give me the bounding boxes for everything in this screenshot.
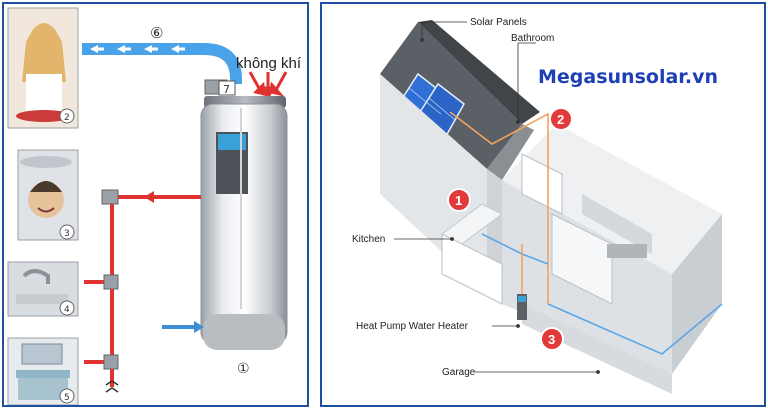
label-garage: Garage — [442, 367, 476, 378]
heat-pump-schematic-panel: ⑥ không khí 7 ① — [2, 2, 309, 407]
usage-image-faucet: 4 — [7, 261, 79, 317]
house-cutaway-panel: 1 2 3 Solar Panels Bathroom Kitchen Heat… — [320, 2, 766, 407]
house-cutaway: 1 2 3 Solar Panels Bathroom Kitchen Heat… — [352, 17, 723, 394]
heat-pump-schematic: ⑥ không khí 7 ① — [7, 7, 302, 405]
marker-3-text: 3 — [548, 332, 555, 347]
house-body — [380, 74, 722, 394]
usage-image-shower: 3 — [17, 149, 79, 241]
label-6: ⑥ — [150, 24, 163, 42]
label-7: 7 — [223, 83, 230, 96]
label-5: 5 — [64, 393, 70, 403]
label-kitchen: Kitchen — [352, 234, 385, 245]
label-4: 4 — [64, 305, 70, 315]
marker-2-text: 2 — [557, 112, 564, 127]
label-3: 3 — [64, 229, 70, 239]
air-label: không khí — [236, 55, 302, 72]
heat-pump-unit — [517, 294, 527, 320]
label-solar-panels: Solar Panels — [470, 17, 527, 28]
label-2: 2 — [64, 113, 70, 123]
hot-water-pipe — [84, 189, 201, 393]
callout-lines — [394, 21, 600, 374]
label-1: ① — [237, 361, 250, 377]
label-heat-pump-water-heater: Heat Pump Water Heater — [356, 321, 469, 332]
marker-1: 1 — [447, 188, 471, 212]
air-duct — [82, 43, 242, 95]
marker-1-text: 1 — [455, 193, 462, 208]
brand-watermark: Megasunsolar.vn — [538, 66, 718, 88]
water-heater-tank — [200, 96, 288, 350]
marker-2: 2 — [549, 107, 573, 131]
cold-water-inlet — [162, 321, 204, 333]
control-display — [218, 134, 246, 150]
usage-image-sink: 2 — [7, 7, 79, 129]
label-bathroom: Bathroom — [511, 33, 554, 44]
air-inlet-arrows — [248, 71, 288, 101]
airflow-arrows — [90, 45, 185, 53]
label-7-box — [218, 80, 236, 96]
usage-image-vanity: 5 — [7, 337, 79, 405]
marker-3: 3 — [540, 327, 564, 351]
